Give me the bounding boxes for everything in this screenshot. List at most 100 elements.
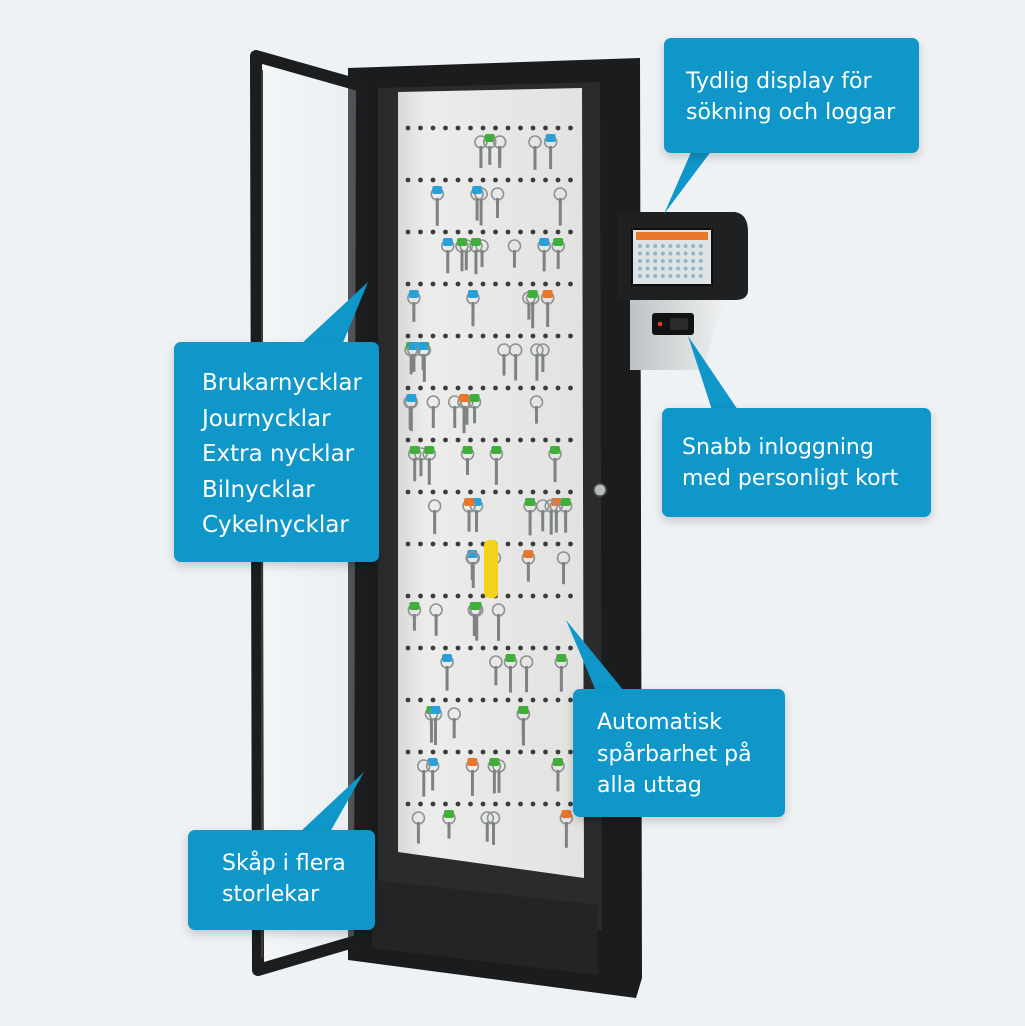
hook-hole bbox=[418, 801, 423, 807]
display-slot bbox=[638, 266, 642, 271]
hook-hole bbox=[505, 229, 511, 235]
hook-hole bbox=[555, 437, 561, 443]
cabinet-base bbox=[372, 880, 598, 975]
pointer-key-types bbox=[300, 282, 368, 345]
hook-hole bbox=[418, 749, 423, 755]
hook-hole bbox=[443, 333, 448, 339]
display-slot bbox=[668, 266, 673, 271]
key-icon bbox=[559, 666, 563, 692]
hook-hole bbox=[418, 541, 423, 547]
display-slot bbox=[660, 266, 665, 271]
display-slot bbox=[660, 274, 665, 278]
hook-hole bbox=[530, 437, 536, 443]
key-tag bbox=[467, 290, 478, 298]
hook-hole bbox=[493, 645, 498, 651]
key-tag bbox=[552, 758, 563, 766]
key-tag bbox=[409, 446, 420, 454]
hook-hole bbox=[493, 801, 498, 807]
touch-display-icon bbox=[618, 212, 748, 370]
hook-hole bbox=[455, 593, 461, 599]
hook-hole bbox=[543, 437, 548, 443]
hook-hole bbox=[455, 489, 461, 495]
hook-hole bbox=[430, 593, 436, 599]
callout-line: Brukarnycklar bbox=[202, 370, 362, 396]
hook-hole bbox=[405, 489, 411, 495]
key-tag bbox=[442, 238, 453, 246]
hook-hole bbox=[455, 333, 461, 339]
hook-hole bbox=[518, 541, 523, 547]
key-icon bbox=[535, 354, 539, 381]
hook-hole bbox=[468, 801, 473, 807]
pointer-login bbox=[688, 336, 738, 410]
key-icon bbox=[542, 250, 546, 272]
hook-hole bbox=[405, 593, 411, 599]
hook-hole bbox=[530, 593, 536, 599]
hook-hole bbox=[568, 593, 573, 599]
key-icon bbox=[464, 250, 468, 271]
hook-hole bbox=[543, 177, 548, 183]
hook-hole bbox=[505, 125, 511, 131]
display-slot bbox=[683, 251, 688, 256]
callout-line: Skåp i flera bbox=[222, 851, 346, 876]
hook-hole bbox=[530, 801, 536, 807]
hook-hole bbox=[443, 437, 448, 443]
key-icon bbox=[485, 822, 489, 842]
hook-hole bbox=[443, 177, 448, 183]
key-tag bbox=[443, 810, 454, 818]
hook-hole bbox=[430, 489, 436, 495]
key-rows bbox=[403, 125, 574, 848]
hook-hole bbox=[555, 541, 561, 547]
hook-hole bbox=[443, 801, 448, 807]
display-slot bbox=[668, 251, 673, 256]
key-icon bbox=[431, 406, 435, 428]
callout-line: Bilnycklar bbox=[202, 476, 315, 503]
hook-hole bbox=[555, 645, 561, 651]
hook-hole bbox=[555, 125, 561, 131]
hook-hole bbox=[530, 177, 536, 183]
key-tag bbox=[491, 446, 502, 454]
key-icon bbox=[412, 614, 416, 631]
key-tag bbox=[470, 238, 481, 246]
hook-hole bbox=[568, 645, 573, 651]
hook-hole bbox=[568, 177, 573, 183]
key-icon bbox=[488, 146, 492, 165]
hook-hole bbox=[543, 541, 548, 547]
key-tag bbox=[523, 550, 534, 558]
key-icon bbox=[497, 770, 501, 793]
key-icon bbox=[429, 718, 433, 743]
hook-hole bbox=[443, 645, 448, 651]
hook-hole bbox=[493, 333, 498, 339]
hook-hole bbox=[555, 697, 561, 703]
hook-hole bbox=[568, 749, 573, 755]
key-icon bbox=[475, 510, 479, 532]
hook-hole bbox=[555, 229, 561, 235]
display-slot bbox=[645, 251, 650, 256]
display-slot bbox=[676, 259, 680, 263]
key-tag bbox=[539, 238, 550, 246]
key-tag bbox=[424, 446, 435, 454]
hook-hole bbox=[443, 229, 448, 235]
lock-icon bbox=[593, 483, 607, 497]
display-slot bbox=[683, 274, 688, 278]
hook-hole bbox=[518, 749, 523, 755]
hook-hole bbox=[568, 697, 573, 703]
hook-hole bbox=[430, 749, 436, 755]
hook-hole bbox=[430, 281, 436, 287]
display-slot bbox=[676, 244, 680, 248]
hook-hole bbox=[530, 749, 536, 755]
hook-hole bbox=[418, 385, 423, 391]
hook-hole bbox=[518, 593, 523, 599]
hook-hole bbox=[468, 229, 473, 235]
hook-hole bbox=[568, 801, 573, 807]
key-tag bbox=[467, 758, 478, 766]
key-icon bbox=[534, 406, 538, 424]
key-tag bbox=[484, 134, 495, 142]
key-icon bbox=[412, 302, 416, 322]
display-slot bbox=[653, 274, 658, 278]
hook-hole bbox=[480, 333, 486, 339]
display-slot bbox=[638, 274, 642, 278]
hook-hole bbox=[418, 125, 423, 131]
key-tag bbox=[472, 186, 483, 194]
key-tag bbox=[550, 446, 561, 454]
key-icon bbox=[470, 770, 474, 796]
